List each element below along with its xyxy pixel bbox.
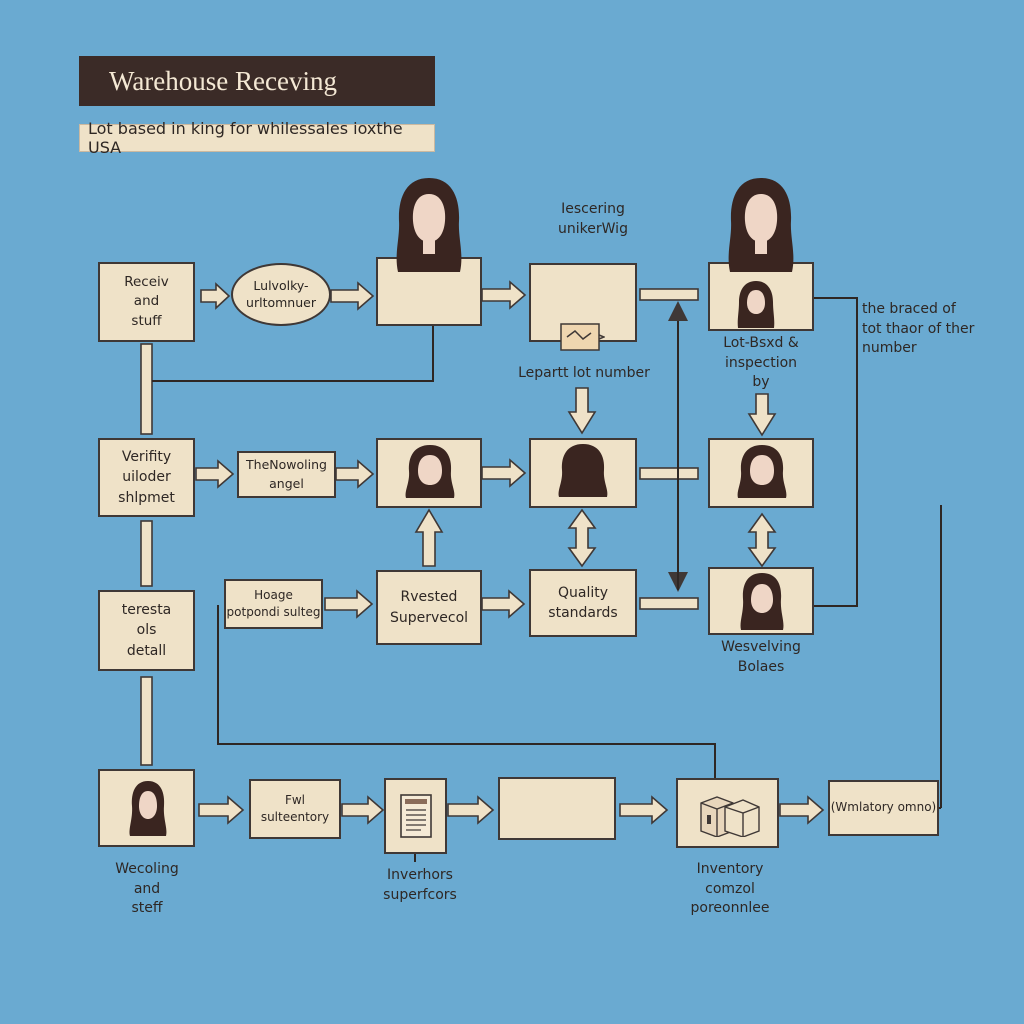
person-icon-row2-right xyxy=(732,443,792,501)
arrow-hoage-to-supervisor xyxy=(324,589,374,619)
quality-box[interactable]: Quality standards xyxy=(529,569,637,637)
arrow-mid-updown xyxy=(567,508,597,568)
arrow-documesyen-to-boxes xyxy=(619,795,669,825)
arrow-newoling-to-person xyxy=(335,459,375,489)
heresta-box[interactable]: teresta ols detall xyxy=(98,590,195,671)
bar-left-2 xyxy=(140,520,153,587)
person-icon-row3-right xyxy=(734,572,790,632)
person-icon-lot-based xyxy=(733,280,779,330)
arrow-oval-to-top-box xyxy=(330,281,375,311)
inventory-small-box[interactable]: Fwl sulteentory xyxy=(249,779,341,839)
arrow-supervisor-to-quality xyxy=(481,589,526,619)
label-inventory-control: Inventory comzol poreonnlee xyxy=(690,861,770,917)
wmlatory-box[interactable]: (Wmlatory omno) xyxy=(828,780,939,836)
arrow-receive-to-oval xyxy=(200,282,231,310)
arrow-supervisor-up xyxy=(414,508,444,567)
person-icon-receiving-staff xyxy=(125,779,171,839)
label-receiving-staff: Wecoling and steff xyxy=(115,861,179,917)
tag-icon xyxy=(559,321,605,353)
documesyen-box[interactable] xyxy=(498,777,616,840)
label-top-receiving: Iescering unikerWig xyxy=(558,201,628,237)
boxes-icon xyxy=(697,793,763,837)
arrow-inventory-to-doc xyxy=(341,795,385,825)
oval-node[interactable]: Lulvolky- urltomnuer xyxy=(231,263,331,326)
arrow-lot-number-down xyxy=(567,387,597,435)
person-icon-row2-mid xyxy=(553,442,613,500)
bar-quality-right xyxy=(639,597,699,610)
arrow-boxes-to-wmlatory xyxy=(779,795,825,825)
bar-mid-right xyxy=(639,467,699,480)
hoage-box[interactable]: Hoage potpondi sulteg xyxy=(224,579,323,629)
diagram-title: Warehouse Receving xyxy=(79,56,435,106)
arrow-doc-to-documesyen xyxy=(447,795,495,825)
arrow-person-to-mid xyxy=(481,458,527,488)
arrow-staff-to-inventory xyxy=(198,795,245,825)
person-icon-top-center xyxy=(384,176,474,276)
label-right-note: the braced of tot thaor of ther number xyxy=(862,301,975,357)
arrow-verify-to-newoling xyxy=(195,459,235,489)
label-lot-based: Lot-Bsxd & inspection by xyxy=(723,335,799,391)
label-inventory-supervisors: Inverhors superfcors xyxy=(383,867,457,903)
receive-staff-box[interactable]: Receiv and stuff xyxy=(98,262,195,342)
line-right-bracket xyxy=(814,297,858,607)
line-top-box-to-left xyxy=(152,326,434,382)
person-icon-top-right xyxy=(716,176,806,276)
person-icon-row2-center xyxy=(400,443,460,501)
bar-left-1 xyxy=(140,343,153,435)
arrow-top-box-to-receiving xyxy=(481,280,527,310)
document-icon xyxy=(399,793,433,839)
verify-box[interactable]: Verifity uiloder shlpmet xyxy=(98,438,195,517)
line-hoage-loop xyxy=(217,605,716,780)
arrow-right-updown xyxy=(747,512,777,568)
received-supervisor-box[interactable]: Rvested Supervecol xyxy=(376,570,482,645)
bar-left-3 xyxy=(140,676,153,766)
label-wesvelving: Wesvelving Bolaes xyxy=(721,639,801,675)
newoling-box[interactable]: TheNowoling angel xyxy=(237,451,336,498)
bar-receiving-right xyxy=(639,288,699,301)
arrow-lot-based-down xyxy=(747,393,777,437)
label-lot-number: Lepartt lot number xyxy=(518,365,650,381)
